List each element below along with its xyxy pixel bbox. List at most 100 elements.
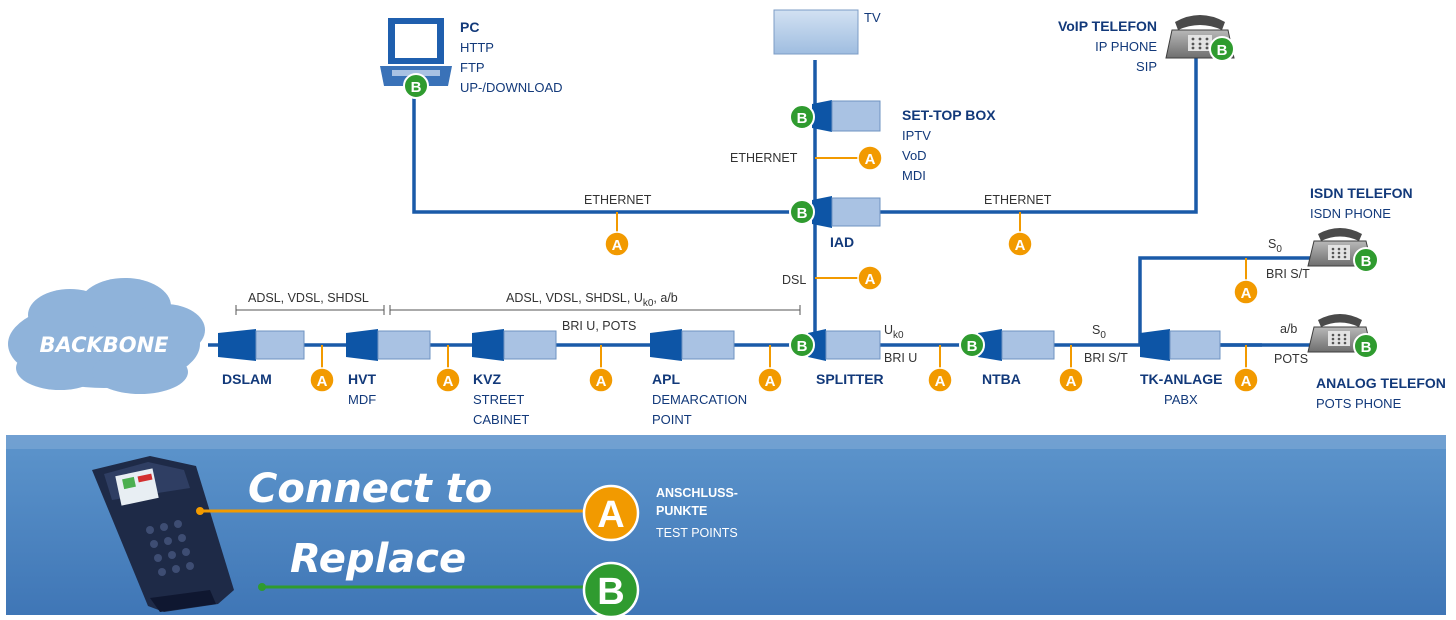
ethernet-settop-label: ETHERNET [730,151,798,165]
test-point-a-tk-analog[interactable]: A [1233,367,1259,393]
svg-text:B: B [797,110,808,127]
test-point-a-splitter-ntba[interactable]: A [927,367,953,393]
test-point-a-hvt-kvz[interactable]: A [435,367,461,393]
test-point-a-pc-ethernet[interactable]: A [604,231,630,257]
test-point-a-ntba-tk[interactable]: A [1058,367,1084,393]
svg-text:B: B [1361,339,1372,356]
svg-text:B: B [1361,253,1372,270]
bri-u-label: BRI U [884,351,917,365]
svg-text:A: A [865,151,876,168]
replace-b-voip[interactable]: B [1209,36,1235,62]
replace-points: B B B B B B B B [403,36,1379,359]
legend-a-english: TEST POINTS [656,526,738,540]
mdf-label: MDF [348,392,376,407]
set-top-box-device [812,100,881,132]
settop-label: SET-TOP BOX [902,107,996,123]
apl-label: APL [652,371,680,387]
s0-label: S0 [1092,323,1106,341]
replace-b-settop[interactable]: B [789,104,815,130]
connection-lines [208,45,1360,347]
tv-label: TV [864,10,881,25]
ab-label: a/b [1280,322,1297,336]
kvz-street-label: STREET [473,392,524,407]
svg-text:B: B [797,205,808,222]
svg-text:A: A [1066,373,1077,390]
pabx-label: PABX [1164,392,1198,407]
svg-text:A: A [935,373,946,390]
dslam-device [218,329,305,361]
handheld-tester-icon [92,456,234,612]
voip-ip-phone-label: IP PHONE [1095,39,1157,54]
svg-text:A: A [1241,285,1252,302]
apl-device [650,329,735,361]
svg-text:A: A [765,373,776,390]
iad-label: IAD [830,234,854,250]
replace-b-splitter[interactable]: B [789,332,815,358]
pots-label: POTS [1274,352,1308,366]
tk-anlage-label: TK-ANLAGE [1140,371,1222,387]
test-point-a-dsl[interactable]: A [857,265,883,291]
ethernet-pc-label: ETHERNET [584,193,652,207]
svg-text:A: A [1015,237,1026,254]
svg-text:A: A [865,271,876,288]
svg-text:A: A [443,373,454,390]
kvz-label: KVZ [473,371,501,387]
replace-b-analog[interactable]: B [1353,333,1379,359]
splitter-device [808,329,881,361]
test-point-a-voip-ethernet[interactable]: A [1007,231,1033,257]
replace-b-isdn[interactable]: B [1353,247,1379,273]
svg-text:A: A [1241,373,1252,390]
span2-label: ADSL, VDSL, SHDSL, Uk0, a/b [506,291,678,309]
ntba-label: NTBA [982,371,1021,387]
test-point-a-apl-splitter[interactable]: A [757,367,783,393]
tk-anlage-device [1140,329,1221,361]
settop-vod-label: VoD [902,148,927,163]
backbone-label: BACKBONE [39,333,169,357]
legend-a-letter: A [597,494,624,536]
apl-demarcation-label: DEMARCATION [652,392,747,407]
voip-label: VoIP TELEFON [1058,18,1157,34]
svg-text:A: A [317,373,328,390]
analog-pots-label: POTS PHONE [1316,396,1402,411]
backbone-cloud: BACKBONE [8,278,205,394]
dsl-label: DSL [782,273,806,287]
legend-a-line-2: PUNKTE [656,504,707,518]
replace-b-iad[interactable]: B [789,199,815,225]
replace-b-ntba[interactable]: B [959,332,985,358]
hvt-label: HVT [348,371,376,387]
connect-to-label: Connect to [248,466,492,512]
iad-device [812,196,881,228]
replace-label: Replace [290,536,466,582]
legend-replace-b-marker: B [582,561,640,619]
dslam-label: DSLAM [222,371,272,387]
kvz-cabinet-label: CABINET [473,412,529,427]
test-point-a-kvz-apl[interactable]: A [588,367,614,393]
test-point-a-isdn[interactable]: A [1233,279,1259,305]
test-point-a-settop-ethernet[interactable]: A [857,145,883,171]
svg-text:B: B [411,79,422,96]
legend-a-line-1: ANSCHLUSS- [656,486,738,500]
banner-background [6,435,1446,615]
splitter-label: SPLITTER [816,371,884,387]
span1-label: ADSL, VDSL, SHDSL [248,291,369,305]
test-point-a-dslam-hvt[interactable]: A [309,367,335,393]
svg-text:B: B [797,338,808,355]
bri-st-label: BRI S/T [1084,351,1128,365]
legend-banner: Connect to Replace A B ANSCHLUSS- PUNKTE… [6,435,1446,619]
test-points: A A A A A A A A A A A A [309,145,1259,393]
svg-text:B: B [967,338,978,355]
isdn-phone-label: ISDN PHONE [1310,206,1391,221]
replace-b-pc[interactable]: B [403,73,429,99]
test-point-stubs [321,157,1247,368]
tv-icon [773,9,859,55]
apl-point-label: POINT [652,412,692,427]
settop-iptv-label: IPTV [902,128,931,143]
svg-text:A: A [596,373,607,390]
pc-download-label: UP-/DOWNLOAD [460,80,563,95]
computer-monitor-icon [380,18,452,86]
pc-http-label: HTTP [460,40,494,55]
svg-text:A: A [612,237,623,254]
voip-sip-label: SIP [1136,59,1157,74]
